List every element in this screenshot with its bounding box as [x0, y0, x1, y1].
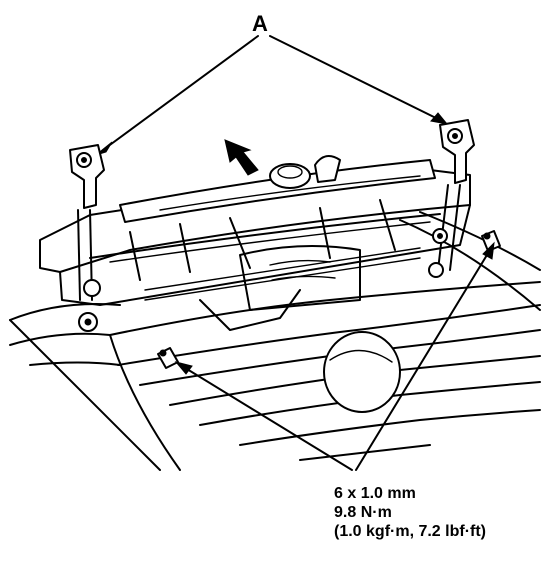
radiator-cap-icon [269, 163, 311, 189]
loose-bolt-right-icon [481, 230, 501, 252]
bolt-size-text: 6 x 1.0 mm [334, 485, 416, 502]
torque-nm-text: 9.8 N·m [334, 504, 392, 521]
bracket-callout-label: A [252, 11, 268, 36]
bracket-a-right [437, 119, 475, 271]
loose-bolt-left-icon [157, 347, 179, 369]
leader-lines-a [95, 35, 449, 156]
bracket-a-left [69, 144, 105, 301]
grille-emblem [323, 331, 401, 413]
support-mount-bolts [78, 228, 448, 332]
leader-lines-spec [174, 241, 495, 471]
radiator-top-tank [119, 155, 436, 223]
fastener-spec-callout: 6 x 1.0 mm 9.8 N·m (1.0 kgf·m, 7.2 lbf·f… [334, 484, 486, 541]
torque-alt-text: (1.0 kgf·m, 7.2 lbf·ft) [334, 523, 487, 540]
removal-direction-arrow-icon [224, 139, 259, 176]
radiator-support [39, 169, 471, 331]
